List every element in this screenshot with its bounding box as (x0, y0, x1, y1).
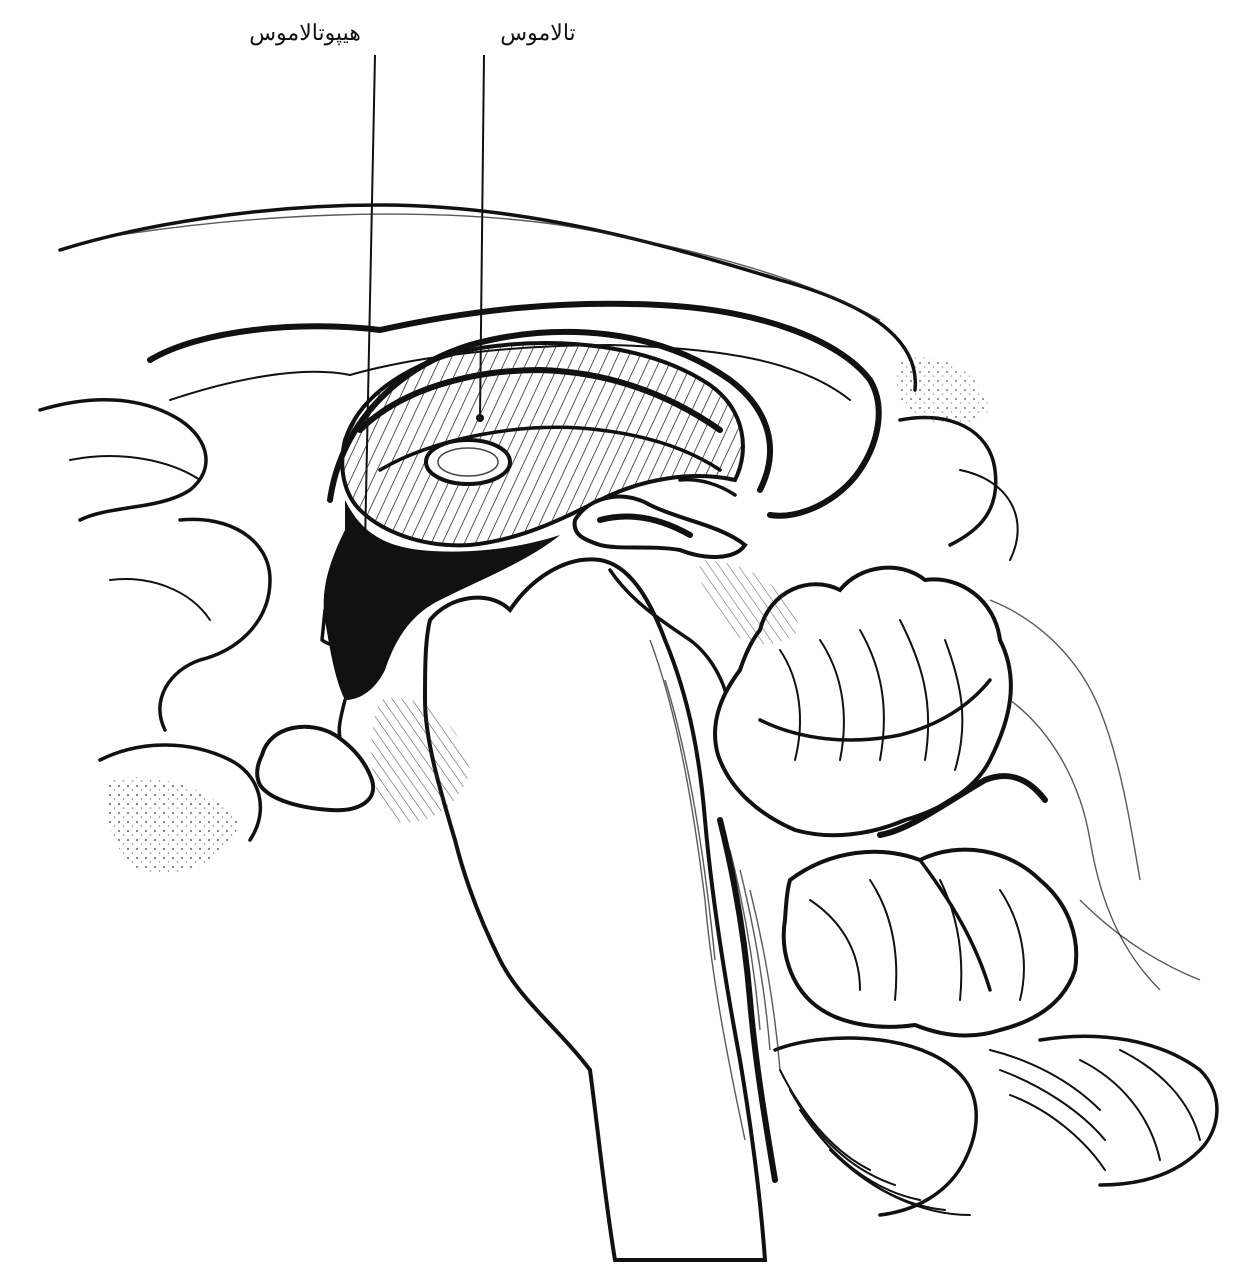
label-thalamus: تالاموس (500, 21, 575, 46)
label-hypothalamus: هیپوتالاموس (249, 21, 361, 46)
thalamus-mass (342, 343, 743, 545)
thalamus-region (342, 343, 743, 545)
pituitary-body (257, 727, 373, 810)
cerebellum-lower-lobe (784, 850, 1076, 1036)
frontal-gyri (40, 400, 206, 520)
occipital-gyri (900, 417, 996, 545)
arbor-vitae-folia (775, 1036, 1217, 1215)
pituitary-gland (257, 700, 373, 810)
pineal-gland (575, 497, 745, 557)
brainstem (425, 559, 765, 1260)
